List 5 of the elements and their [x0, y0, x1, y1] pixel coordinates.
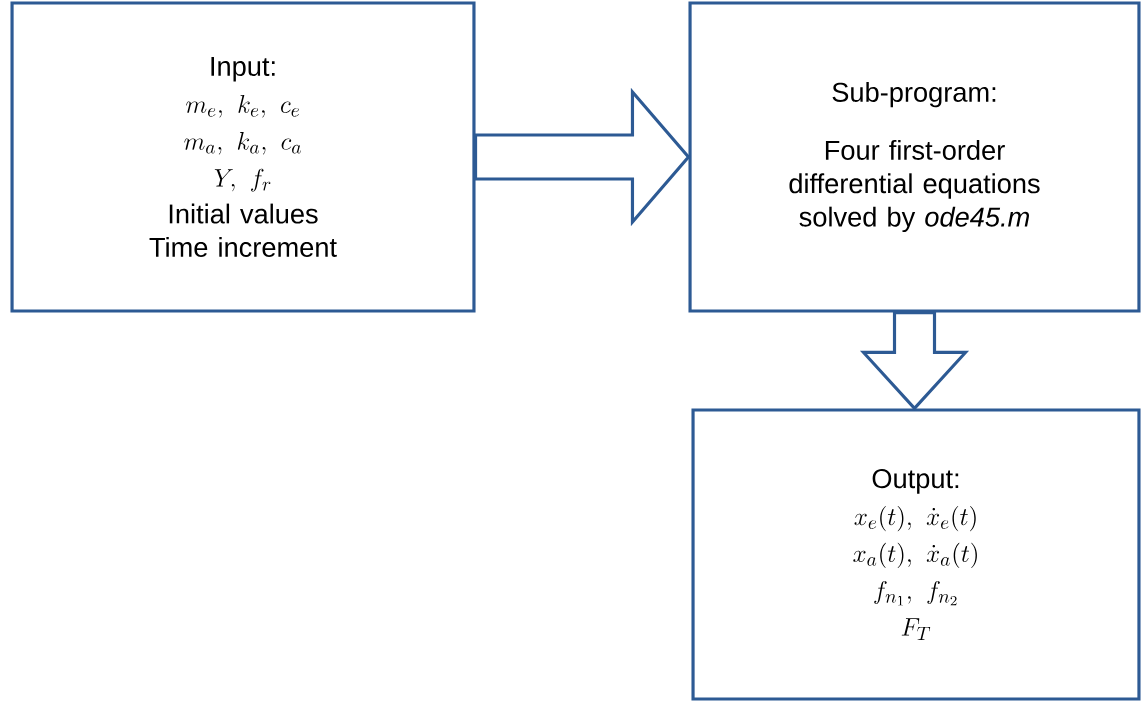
- process-box: Sub-program: Four first-order differential equations solved by ode45.m: [688, 1, 1141, 313]
- block-arrow: [859, 310, 970, 411]
- process-box: Input: $m_e,\ k_e,\ c_e$ $m_a,\ k_a,\ c_a$ $Y,\ f_r$ Initial values Time increment: [10, 1, 476, 313]
- block-arrow: [473, 87, 691, 227]
- process-box: Output: $x_e(t),\ \dot{x}_e(t)$ $x_a(t),\ \dot{x}_a(t)$ $f_{n_1},\ f_{n_2}$ $F_T$: [691, 408, 1141, 701]
